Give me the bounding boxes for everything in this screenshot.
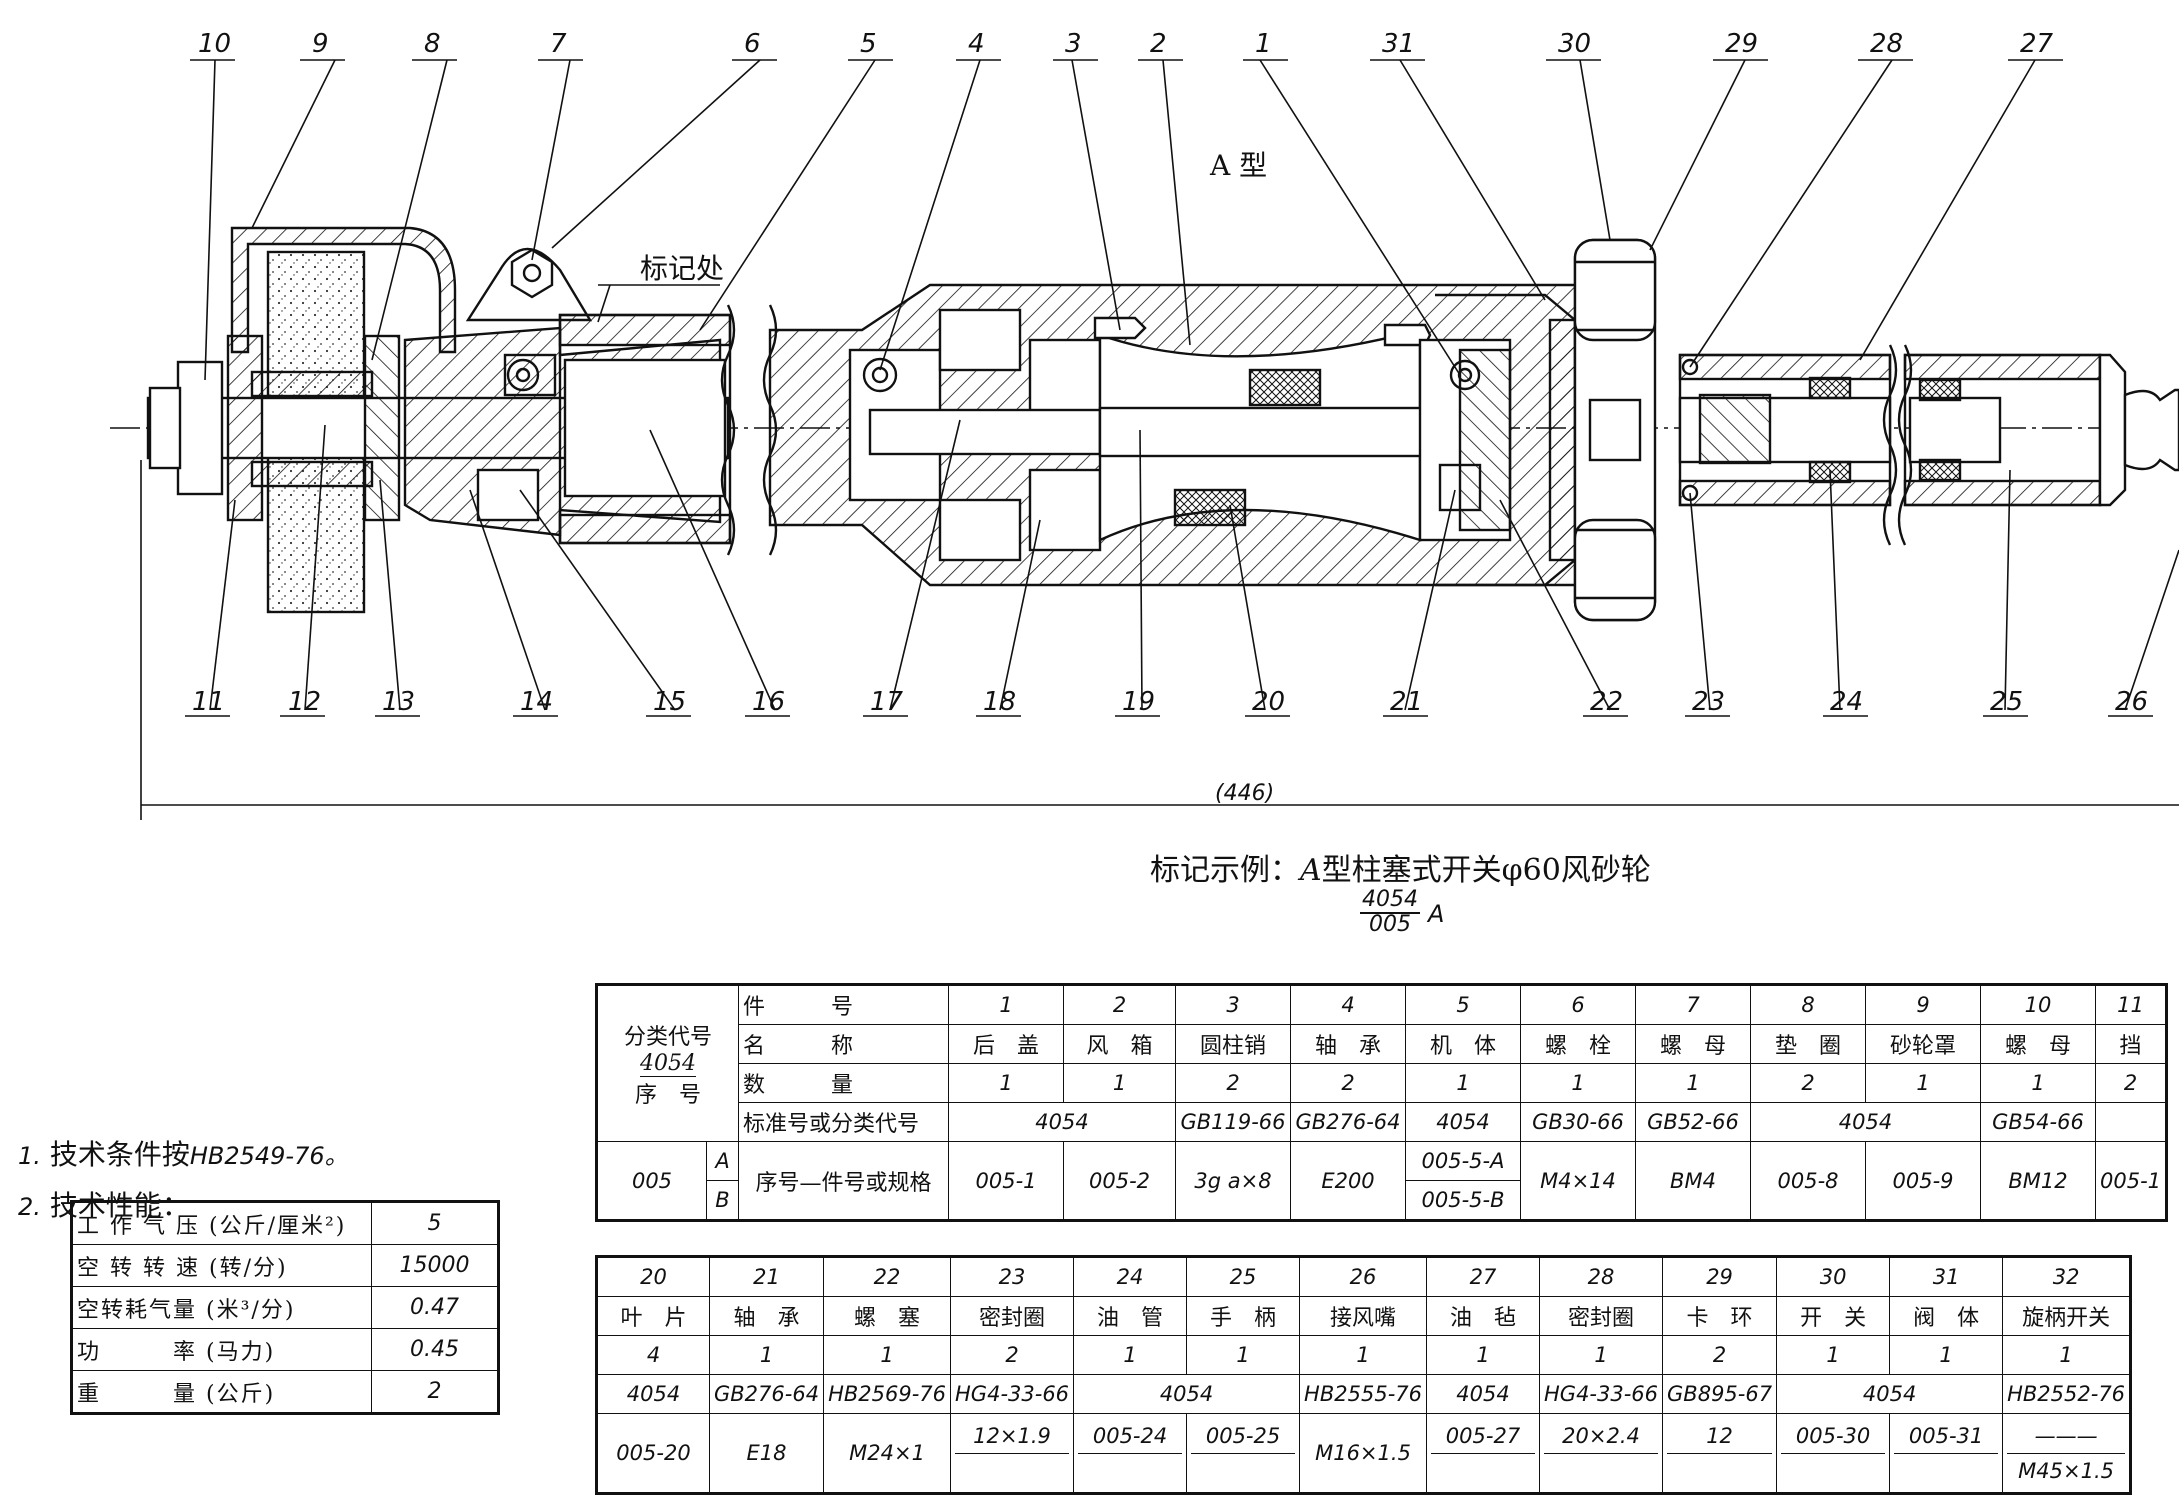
callout-3: 3 — [1065, 29, 1082, 59]
callouts-bottom: 11 12 13 14 15 16 17 18 19 20 21 22 23 2… — [192, 687, 2148, 717]
callout-18: 18 — [983, 687, 1016, 717]
callout-25: 25 — [1990, 687, 2023, 717]
section-view — [110, 226, 2179, 622]
marking-code: 4054 005 A — [1360, 887, 1444, 937]
table-row: 005-20 E18 M24×1 12×1.9 005-24 005-25 M1… — [596, 1413, 2132, 1494]
table-row: 标准号或分类代号 4054 GB119-66 GB276-64 4054 GB3… — [597, 1102, 2168, 1142]
marking-code-denominator: 005 — [1369, 912, 1411, 937]
note-1: 1. 技术条件按HB2549-76。 — [18, 1138, 349, 1171]
mark-location-label: 标记处 — [640, 252, 724, 285]
parts-table-1: 分类代号 4054 序 号 件 号 1 2 3 4 5 6 7 8 9 10 1… — [595, 983, 2169, 1222]
table-row: 4 1 1 2 1 1 1 1 1 2 1 1 1 — [596, 1335, 2132, 1375]
parts-table-2: 20 21 22 23 24 25 26 27 28 29 30 31 32 叶… — [595, 1255, 2133, 1495]
callout-8: 8 — [424, 29, 441, 59]
table-row: 数 量 1 1 2 2 1 1 1 2 1 1 2 — [597, 1063, 2168, 1103]
callout-5: 5 — [860, 29, 877, 59]
mount-ear — [465, 247, 593, 322]
callout-2: 2 — [1150, 29, 1167, 59]
table-row: 分类代号 4054 序 号 件 号 1 2 3 4 5 6 7 8 9 10 1… — [596, 984, 2168, 1142]
callout-14: 14 — [520, 687, 553, 717]
table-row: 叶 片 轴 承 螺 塞 密封圈 油 管 手 柄 接风嘴 油 毡 密封圈 卡 环 … — [596, 1296, 2132, 1336]
performance-table: 工 作 气 压 (公斤/厘米²)5 空 转 转 速 (转/分)15000 空转耗… — [70, 1200, 500, 1415]
callout-29: 29 — [1725, 29, 1758, 59]
table-row: 20 21 22 23 24 25 26 27 28 29 30 31 32 — [596, 1256, 2132, 1297]
callout-15: 15 — [653, 687, 686, 717]
table-row: 4054 GB276-64 HB2569-76 HG4-33-66 4054 H… — [596, 1374, 2132, 1414]
callout-31: 31 — [1382, 29, 1415, 59]
inlet-nozzle — [2123, 388, 2179, 472]
callout-26: 26 — [2115, 687, 2148, 717]
callout-21: 21 — [1390, 687, 1423, 717]
table-row: 005 A 序号—件号或规格 005-1 005-2 3g a×8 E200 0… — [596, 1141, 2168, 1221]
table-row: 重 量 (公斤)2 — [71, 1370, 499, 1414]
callout-7: 7 — [550, 29, 567, 59]
callout-24: 24 — [1830, 687, 1863, 717]
callout-underlines — [185, 59, 2153, 717]
callout-20: 20 — [1252, 687, 1285, 717]
callout-30: 30 — [1558, 29, 1591, 59]
callout-11: 11 — [192, 687, 225, 717]
end-nut — [176, 360, 224, 496]
overall-dimension: (446) — [1215, 781, 1274, 806]
callout-23: 23 — [1692, 687, 1725, 717]
assembly-drawing: 10 9 8 7 6 5 4 3 2 1 31 30 29 28 27 11 1… — [110, 29, 2179, 820]
callout-6: 6 — [744, 29, 761, 59]
callout-12: 12 — [288, 687, 321, 717]
marking-code-suffix: A — [1428, 900, 1445, 928]
callout-1: 1 — [1255, 29, 1272, 59]
wheel-guard — [230, 226, 457, 354]
inlet-nut — [2098, 353, 2127, 507]
callout-27: 27 — [2020, 29, 2054, 59]
marking-code-numerator: 4054 — [1360, 887, 1420, 914]
callouts-top: 10 9 8 7 6 5 4 3 2 1 31 30 29 28 27 — [198, 29, 2054, 59]
marking-example-type: A — [1300, 853, 1322, 888]
callout-17: 17 — [870, 687, 904, 717]
marking-example-text: 型柱塞式开关φ60风砂轮 — [1321, 853, 1651, 888]
callout-10: 10 — [198, 29, 231, 59]
callout-19: 19 — [1122, 687, 1155, 717]
marking-example: 标记示例：A型柱塞式开关φ60风砂轮 — [1150, 845, 1651, 889]
callout-16: 16 — [752, 687, 785, 717]
marking-example-prefix: 标记示例： — [1150, 853, 1300, 888]
callout-13: 13 — [382, 687, 415, 717]
type-label: A 型 — [1209, 149, 1267, 182]
table-row: 工 作 气 压 (公斤/厘米²)5 — [71, 1201, 499, 1245]
table-row: 功 率 (马力)0.45 — [71, 1328, 499, 1371]
leader-lines — [140, 59, 2179, 820]
table-row: 名 称 后 盖 风 箱 圆柱销 轴 承 机 体 螺 栓 螺 母 垫 圈 砂轮罩 … — [597, 1024, 2168, 1064]
callout-4: 4 — [968, 29, 985, 59]
callout-22: 22 — [1590, 687, 1623, 717]
callout-9: 9 — [312, 29, 329, 59]
table-row: 空转耗气量 (米³/分)0.47 — [71, 1286, 499, 1329]
table-row: B 005-5-B — [597, 1180, 2167, 1221]
callout-28: 28 — [1870, 29, 1903, 59]
table-row: 空 转 转 速 (转/分)15000 — [71, 1244, 499, 1287]
